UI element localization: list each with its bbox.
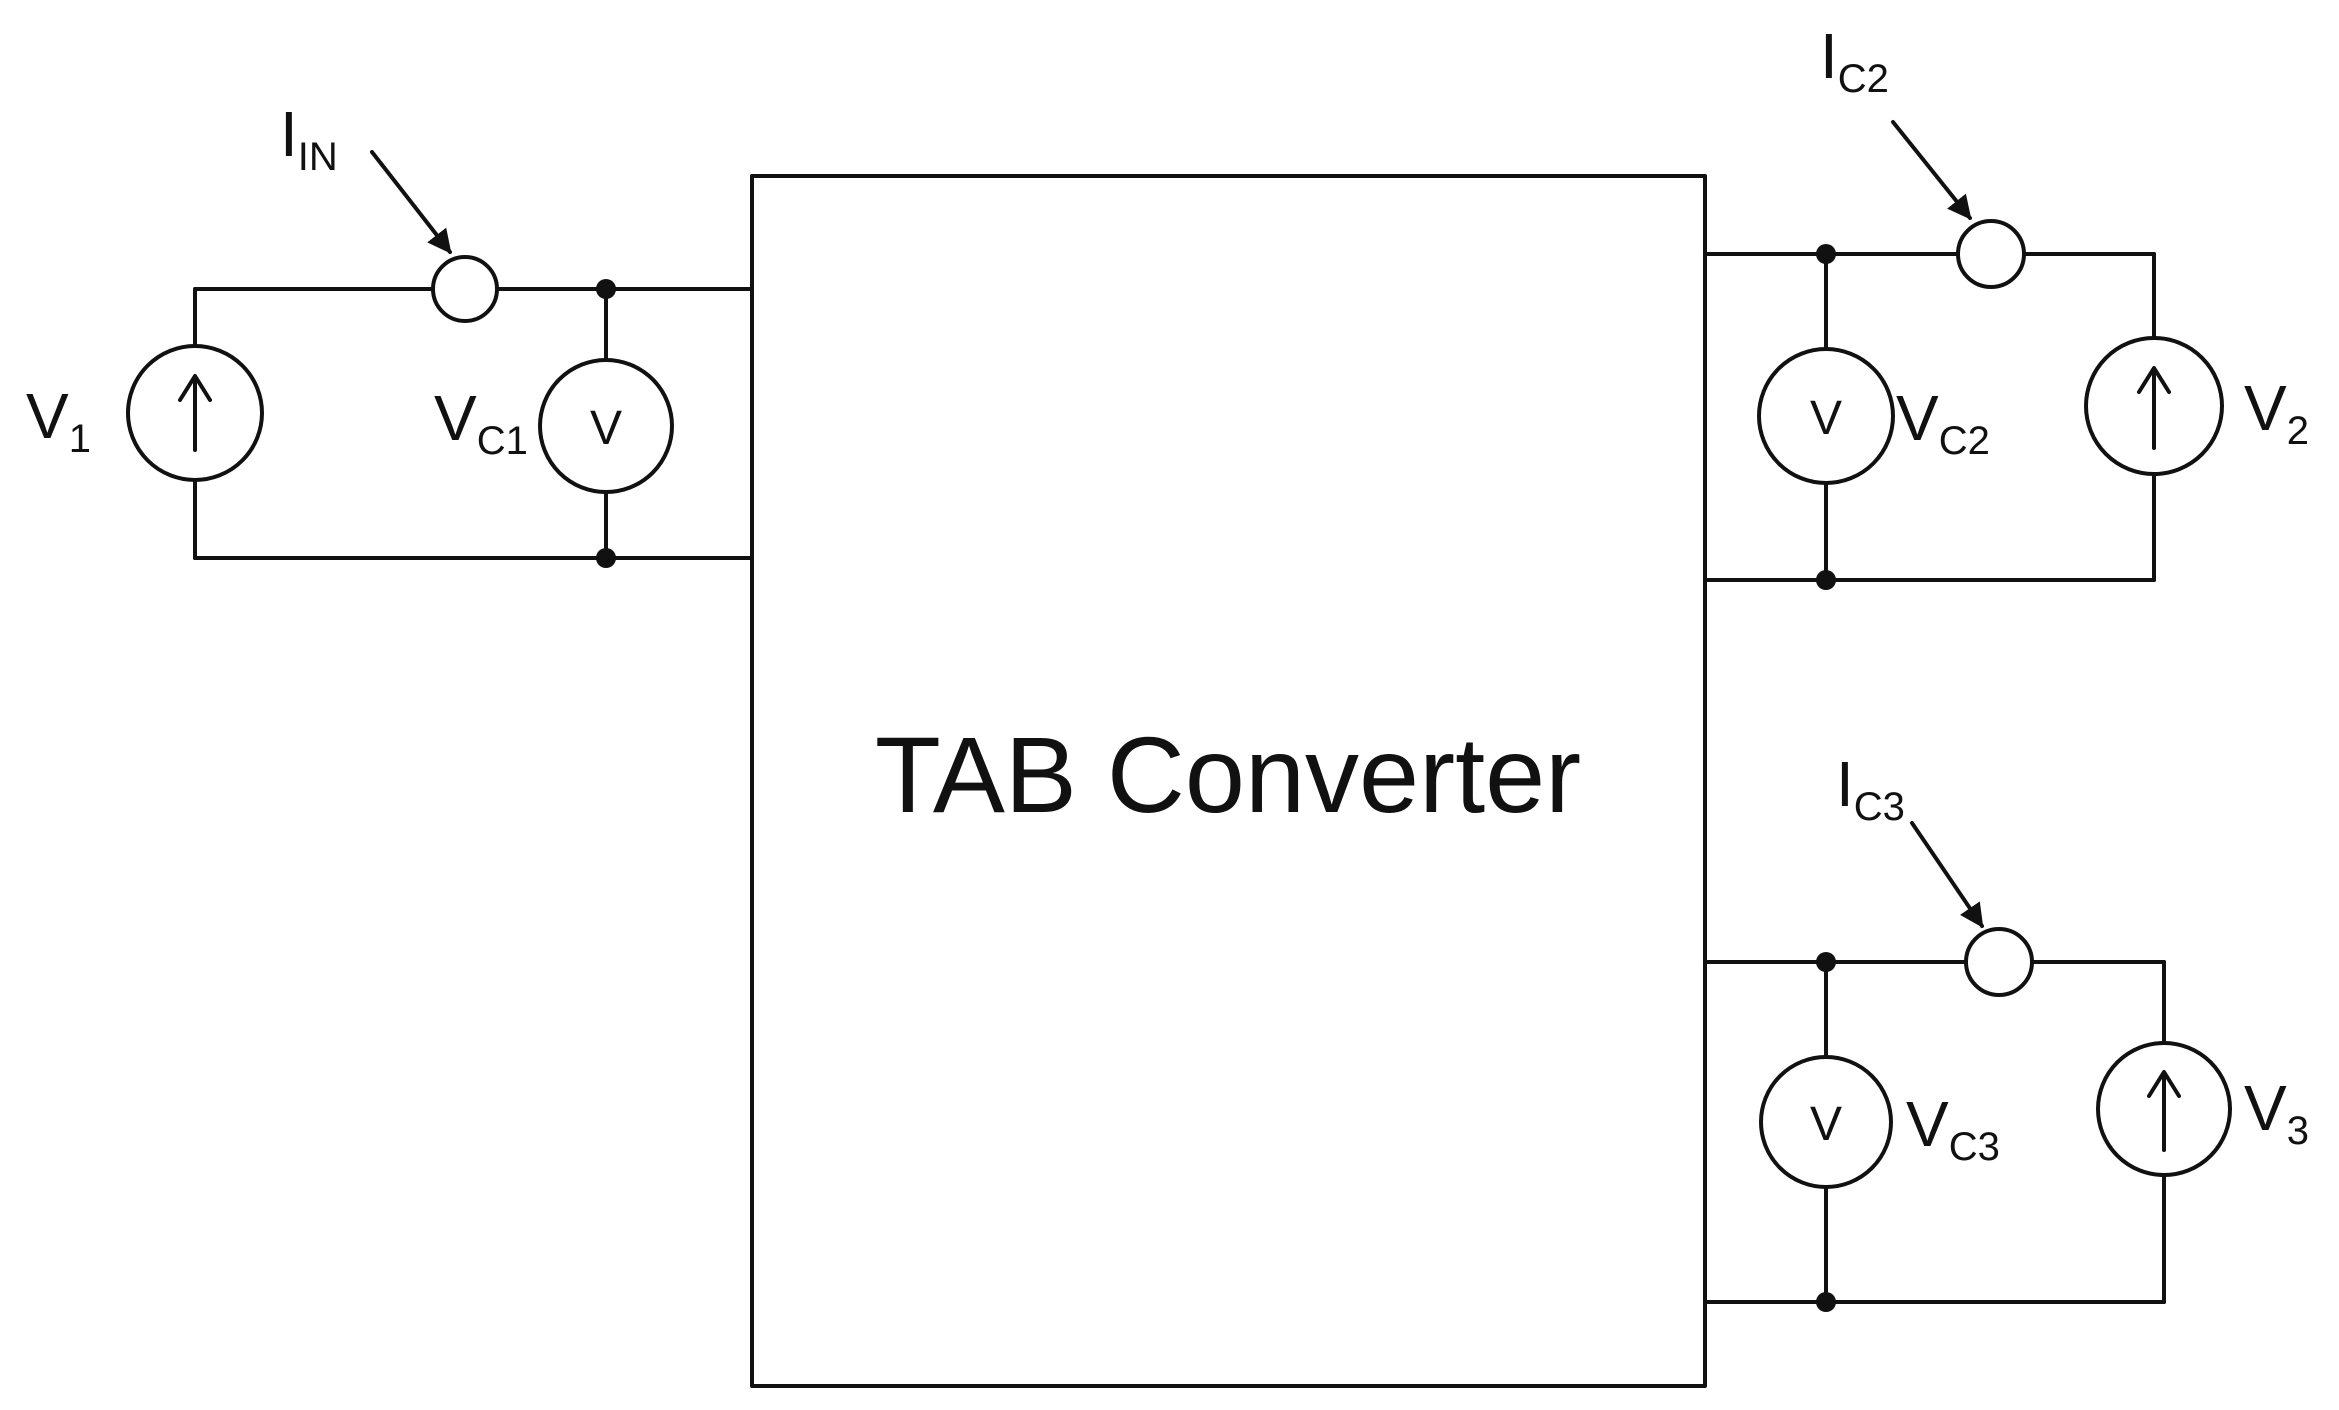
- vc1-label: VC1: [434, 382, 528, 463]
- vc2-meter-circle: [1757, 347, 1895, 485]
- junction-dot: [1816, 244, 1836, 264]
- junction-dot: [596, 279, 616, 299]
- iin-probe-circle: [431, 255, 499, 323]
- v1-label: V1: [26, 380, 91, 461]
- vc1-meter-circle: [538, 358, 674, 494]
- iin-label: IIN: [280, 98, 338, 179]
- junction-dot: [1816, 1292, 1836, 1312]
- vc3-label: VC3: [1906, 1088, 2000, 1169]
- ic3-label: IC3: [1836, 748, 1905, 829]
- junction-dot: [1816, 570, 1836, 590]
- converter-label: TAB Converter: [875, 714, 1581, 835]
- v2-source-arrow-icon: [2137, 366, 2171, 450]
- v3-label: V3: [2244, 1072, 2309, 1153]
- junction-dot: [596, 548, 616, 568]
- ic3-probe-circle: [1964, 927, 2034, 997]
- vc2-meter-glyph: V: [1810, 392, 1842, 445]
- v1-source-arrow-icon: [178, 374, 212, 452]
- v2-label: V2: [2244, 372, 2309, 453]
- vc3-meter-glyph: V: [1810, 1098, 1842, 1151]
- tab-converter-block: [750, 174, 1707, 1388]
- v2-source-circle: [2084, 336, 2224, 476]
- ic3-pointer-arrow-icon: [1910, 821, 1984, 928]
- vc3-meter-circle: [1759, 1055, 1893, 1189]
- v3-source-arrow-icon: [2147, 1070, 2181, 1152]
- ic2-pointer-arrow-icon: [1891, 120, 1972, 220]
- v3-source-circle: [2096, 1041, 2232, 1177]
- vc2-label: VC2: [1896, 382, 1990, 463]
- v1-source-circle: [126, 344, 264, 482]
- junction-dot: [1816, 952, 1836, 972]
- iin-pointer-arrow-icon: [370, 150, 452, 254]
- vc1-meter-glyph: V: [590, 402, 622, 455]
- ic2-label: IC2: [1820, 20, 1889, 101]
- ic2-probe-circle: [1956, 219, 2026, 289]
